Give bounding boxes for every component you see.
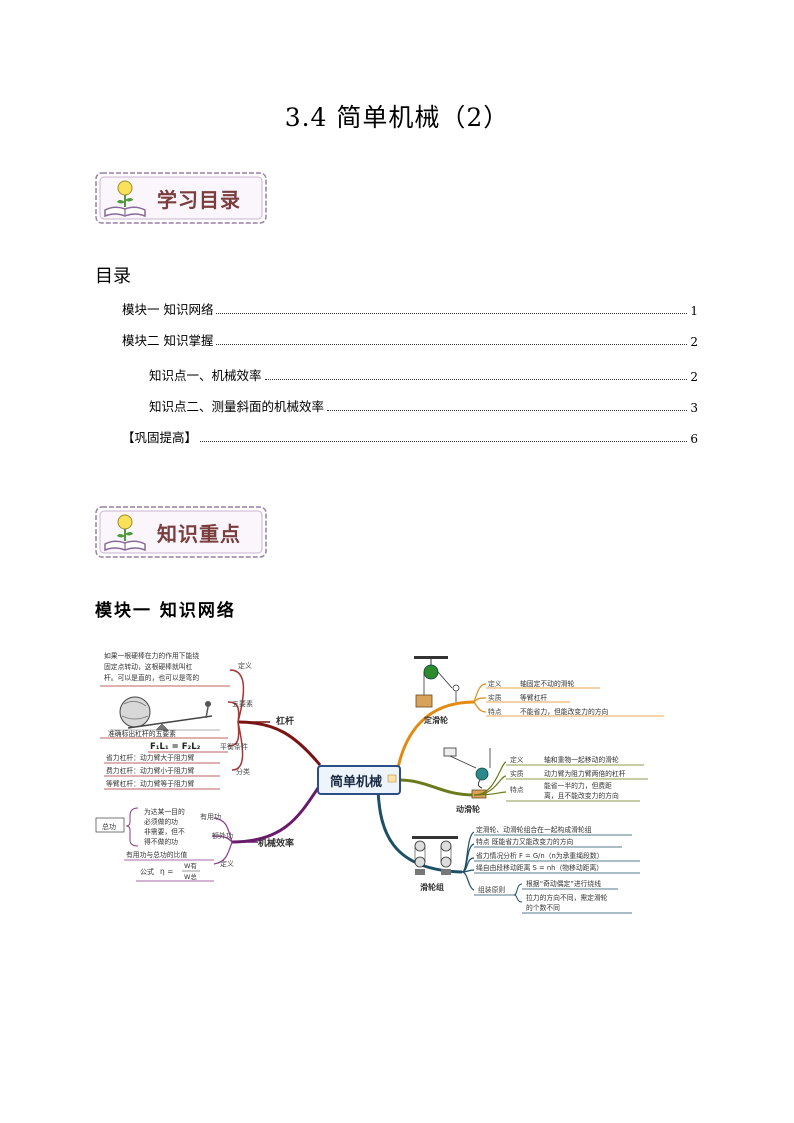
fixed-pulley-illustration-icon [414, 656, 460, 708]
lever-class-label: 分类 [236, 767, 250, 776]
lever-definition-line: 杆。可以是直的，也可以是弯的 [104, 673, 199, 682]
efficiency-definition-label: 定义 [220, 859, 234, 868]
toc-entry[interactable]: 模块二 知识掌握 2 [122, 329, 698, 349]
center-badge-icon [387, 774, 397, 783]
useful-work-text: 必须做的功 [144, 817, 178, 826]
banner-frame [95, 172, 267, 224]
extra-work-text: 非需要，但不 [144, 827, 185, 836]
lever-five-elements-text: 准确标出杠杆的五要素 [108, 729, 176, 738]
fixed-row-value: 等臂杠杆 [520, 693, 547, 702]
fixed-row-key: 实质 [488, 693, 502, 702]
movable-row-value: 离，且不能改变力的方向 [544, 791, 619, 800]
block-rule-item: 根据“奇动偶定”进行绕线 [526, 879, 601, 888]
lever-five-elements-label: 五要素 [232, 699, 253, 708]
block-row: 定滑轮、动滑轮组合在一起构成滑轮组 [476, 825, 592, 834]
banner-frame [95, 506, 267, 558]
toc-entry-text: 【巩固提高】 [122, 430, 198, 445]
toc-entry-text: 模块二 知识掌握 [122, 333, 214, 348]
lever-illustration-icon [110, 696, 220, 731]
banner-title: 知识重点 [157, 522, 241, 546]
lever-label: 杠杆 [276, 715, 294, 727]
fixed-pulley-label: 定滑轮 [423, 715, 448, 725]
branch-movable [397, 778, 475, 797]
fixed-row-value: 不能省力，但能改变力的方向 [520, 707, 609, 716]
efficiency-formula-lhs: η = [160, 867, 173, 876]
extra-work-label: 额外功 [212, 831, 233, 840]
movable-row-value: 轴和重物一起移动的滑轮 [544, 755, 619, 764]
block-rule-item: 的个数不同 [526, 903, 560, 912]
toc-page-number: 1 [690, 304, 698, 318]
toc-entry-text: 知识点一、机械效率 [149, 368, 262, 383]
fixed-row-key: 特点 [488, 707, 502, 716]
branch-block [376, 789, 463, 874]
lever-definition-line: 固定点转动，这根硬棒就叫杠 [104, 662, 193, 671]
block-rule-label: 组装原则 [478, 885, 505, 894]
branch-lever [237, 720, 322, 766]
branch-fixed [396, 700, 475, 769]
book-lightbulb-icon [104, 180, 146, 218]
toc-leader [216, 313, 688, 314]
book-lightbulb-icon [104, 514, 146, 552]
mindmap: 简单机械 杠杆 定义 如果一根硬棒在力的作用下能绕 固定点转动，这根硬棒就叫杠 … [95, 651, 664, 914]
toc-entry[interactable]: 知识点二、测量斜面的机械效率 3 [149, 395, 698, 415]
efficiency-formula-numerator: W有 [184, 861, 197, 870]
lever-balance-label: 平衡条件 [220, 742, 248, 751]
section-banner-key-knowledge: 知识重点 [95, 506, 267, 558]
banner-title: 学习目录 [157, 188, 241, 212]
movable-pulley-label: 动滑轮 [456, 804, 480, 814]
toc-leader [327, 410, 688, 411]
lever-class-item: 等臂杠杆：动力臂等于阻力臂 [106, 779, 195, 788]
toc-entry-text: 模块一 知识网络 [122, 302, 214, 317]
movable-row-value: 动力臂为阻力臂两倍的杠杆 [544, 769, 626, 778]
fixed-row-value: 轴固定不动的滑轮 [520, 679, 575, 688]
toc-entry[interactable]: 【巩固提高】 6 [122, 426, 698, 446]
movable-row-key: 特点 [510, 785, 524, 794]
toc-leader [216, 344, 688, 345]
lever-definition-line: 如果一根硬棒在力的作用下能绕 [104, 651, 199, 660]
extra-work-text: 得不做的功 [144, 837, 178, 846]
movable-row-key: 定义 [510, 755, 524, 764]
section-banner-study-contents: 学习目录 [95, 172, 267, 224]
lever-class-item: 费力杠杆：动力臂小于阻力臂 [106, 766, 195, 775]
section-heading: 模块一 知识网络 [95, 601, 236, 621]
toc-entry[interactable]: 知识点一、机械效率 2 [149, 364, 698, 384]
lever-definition-label: 定义 [238, 661, 252, 670]
toc-heading: 目录 [95, 266, 131, 287]
block-row: 特点 既能省力又能改变力的方向 [476, 837, 574, 846]
total-work-box [95, 817, 125, 833]
lever-class-item: 省力杠杆：动力臂大于阻力臂 [106, 753, 195, 762]
toc-page-number: 3 [690, 401, 698, 415]
movable-row-key: 实质 [510, 769, 524, 778]
page-title: 3.4 简单机械（2） [284, 103, 510, 132]
efficiency-definition-text: 有用功与总功的比值 [126, 850, 187, 859]
lever-balance-formula: F₁L₁ = F₂L₂ [150, 742, 201, 752]
block-rule-item: 拉力的方向不同，需定滑轮 [526, 893, 608, 902]
toc-entry-text: 知识点二、测量斜面的机械效率 [149, 399, 325, 414]
movable-row-value: 能省一半的力，但费距 [544, 781, 612, 790]
block-row: 省力情况分析 F = G/n（n为承重绳段数） [476, 851, 603, 860]
total-work-label: 总功 [102, 822, 116, 831]
toc-page-number: 2 [690, 370, 698, 384]
useful-work-label: 有用功 [200, 812, 221, 821]
efficiency-label: 机械效率 [258, 837, 294, 849]
block-row: 绳自由段移动距离 S = nh（物移动距离） [476, 863, 603, 872]
toc-leader [264, 379, 688, 380]
pulley-block-illustration-icon [412, 836, 458, 875]
center-node[interactable] [317, 765, 401, 795]
useful-work-text: 为达某一目的 [144, 807, 185, 816]
pulley-block-label: 滑轮组 [420, 882, 444, 892]
toc-page-number: 2 [690, 335, 698, 349]
toc-page-number: 6 [690, 432, 698, 446]
movable-pulley-illustration-icon [443, 747, 491, 799]
toc-entry[interactable]: 模块一 知识网络 1 [122, 298, 698, 318]
efficiency-formula-label: 公式 [140, 867, 154, 876]
toc-leader [200, 441, 688, 442]
center-label: 简单机械 [330, 774, 382, 790]
branch-efficiency [231, 784, 322, 844]
fixed-row-key: 定义 [488, 679, 502, 688]
efficiency-formula-denominator: W总 [184, 872, 197, 881]
